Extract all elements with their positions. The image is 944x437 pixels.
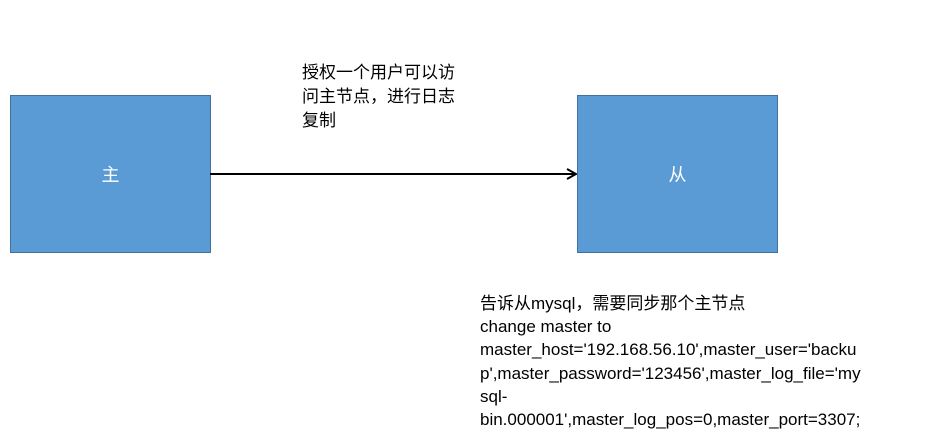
- annotation-line: change master to: [480, 317, 612, 337]
- master-node: 主: [10, 95, 211, 253]
- slave-node-label: 从: [668, 165, 687, 185]
- change-master-annotation: 告诉从mysql，需要同步那个主节点 change master to mast…: [480, 292, 910, 431]
- annotation-line: master_host='192.168.56.10',master_user=…: [480, 340, 857, 360]
- annotation-line: p',master_password='123456',master_log_f…: [480, 363, 861, 383]
- annotation-line: 复制: [302, 111, 336, 130]
- annotation-line: 告诉从mysql，需要同步那个主节点: [480, 294, 746, 313]
- annotation-line: 授权一个用户可以访: [302, 63, 455, 82]
- replication-arrow: [210, 168, 579, 180]
- annotation-line: sql-: [480, 386, 508, 406]
- grant-user-annotation: 授权一个用户可以访 问主节点，进行日志 复制: [302, 61, 502, 133]
- annotation-line: 问主节点，进行日志: [302, 87, 455, 106]
- master-node-label: 主: [101, 165, 120, 185]
- slave-node: 从: [577, 95, 778, 253]
- annotation-line: bin.000001',master_log_pos=0,master_port…: [480, 410, 861, 430]
